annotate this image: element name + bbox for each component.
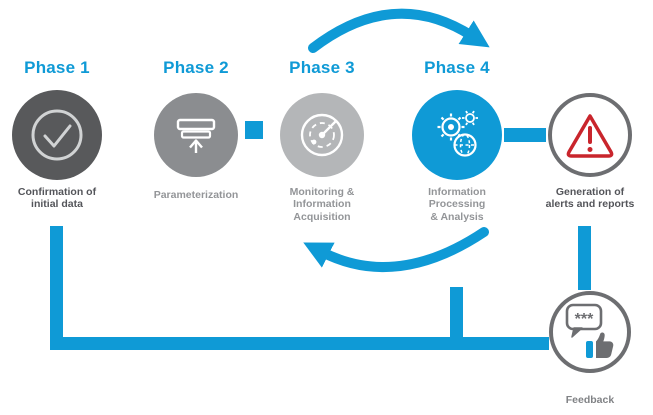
label-line: Parameterization [153, 189, 239, 201]
phase-2-label: Parameterization [139, 189, 253, 201]
phase-4-title: Phase 4 [424, 58, 490, 77]
press-icon [176, 118, 216, 153]
phase-1-label: Confirmation of initial data [0, 186, 114, 211]
label-line: Processing [428, 198, 486, 211]
radar-icon [300, 113, 344, 157]
feedback-label: Feedback [565, 394, 615, 406]
label-line: Generation of [555, 186, 625, 198]
feedback-circle: *** [549, 291, 631, 373]
feedback-line-left-vertical [50, 226, 63, 350]
label-line: Information [293, 198, 351, 211]
label-line: & Analysis [430, 210, 484, 223]
phase-1-title: Phase 1 [24, 58, 90, 77]
phase-1-circle [12, 90, 102, 180]
feedback-line-phase4-stub [450, 287, 463, 350]
phase-4-label: Information Processing & Analysis [400, 186, 514, 223]
cycle-arrow-bottom [303, 227, 489, 272]
gears-globe-icon [437, 110, 478, 157]
phase-4-circle [412, 90, 502, 180]
chat-thumbs-up-icon: *** [565, 303, 614, 358]
label-line: alerts and reports [545, 198, 635, 211]
label-line: Monitoring & [289, 186, 355, 198]
phase-2-title: Phase 2 [163, 58, 229, 77]
label-line: Confirmation of [17, 186, 97, 198]
connector-alerts-feedback [578, 226, 591, 290]
connector-phase4-alerts [504, 128, 546, 142]
label-line: initial data [31, 198, 83, 211]
warning-icon [566, 114, 614, 158]
phase-2-circle [154, 93, 238, 177]
label-line: Acquisition [293, 210, 351, 223]
cycle-arrow-top [308, 8, 490, 53]
bubble-asterisks: *** [575, 311, 594, 328]
connector-phase2-phase3 [245, 121, 263, 139]
phase-3-circle [280, 93, 364, 177]
phase-3-title: Phase 3 [289, 58, 355, 77]
check-icon [31, 109, 83, 161]
alerts-circle [548, 93, 632, 177]
alerts-label: Generation of alerts and reports [533, 186, 647, 211]
feedback-line-horizontal [50, 337, 549, 350]
phase-3-label: Monitoring & Information Acquisition [265, 186, 379, 223]
label-line: Information [428, 186, 486, 198]
